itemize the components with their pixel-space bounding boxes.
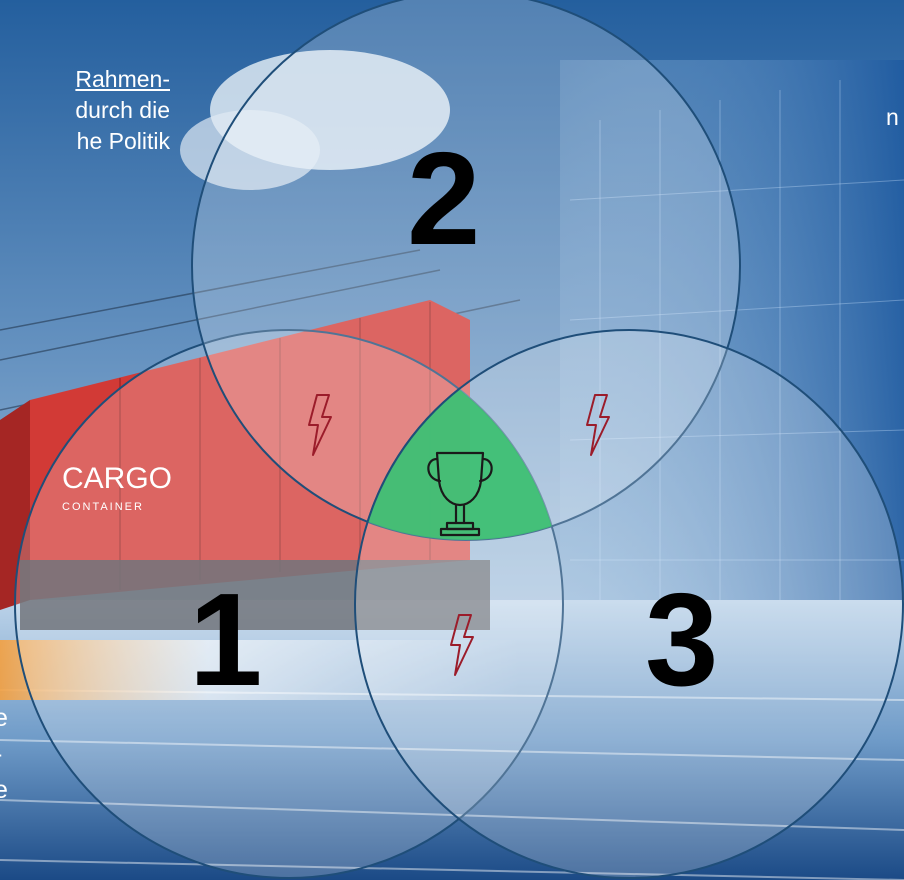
circle-2-label: 2 [407, 125, 481, 272]
right-caption-fragment: n [886, 104, 899, 130]
left-caption-line2: durch die [75, 97, 170, 123]
left-caption-line1: Rahmen- [75, 66, 170, 92]
left-caption: Rahmen- durch die he Politik [75, 64, 170, 157]
circle-3-label: 3 [645, 566, 719, 713]
left-bottom-line2: - [0, 736, 8, 772]
circle-1-label: 1 [189, 566, 263, 713]
train-chassis [20, 560, 490, 630]
tech-panel [560, 60, 904, 700]
container-logo-text: CARGO [62, 462, 172, 495]
lightning-icon [586, 394, 610, 456]
lightning-icon [450, 614, 474, 676]
container-logo-subtext: CONTAINER [62, 501, 144, 513]
cargo-train: CARGO CONTAINER [0, 300, 490, 630]
light-glow [0, 640, 520, 700]
trophy-icon [427, 451, 493, 537]
lightning-icon [308, 394, 332, 456]
left-bottom-line1: e [0, 704, 8, 732]
tech-grid [569, 80, 904, 700]
left-bottom-fragment: e - e [0, 700, 8, 808]
left-caption-line3: he Politik [76, 128, 170, 154]
left-bottom-line3: e [0, 776, 8, 804]
container-side-shade [0, 400, 30, 610]
cloud [180, 110, 320, 190]
